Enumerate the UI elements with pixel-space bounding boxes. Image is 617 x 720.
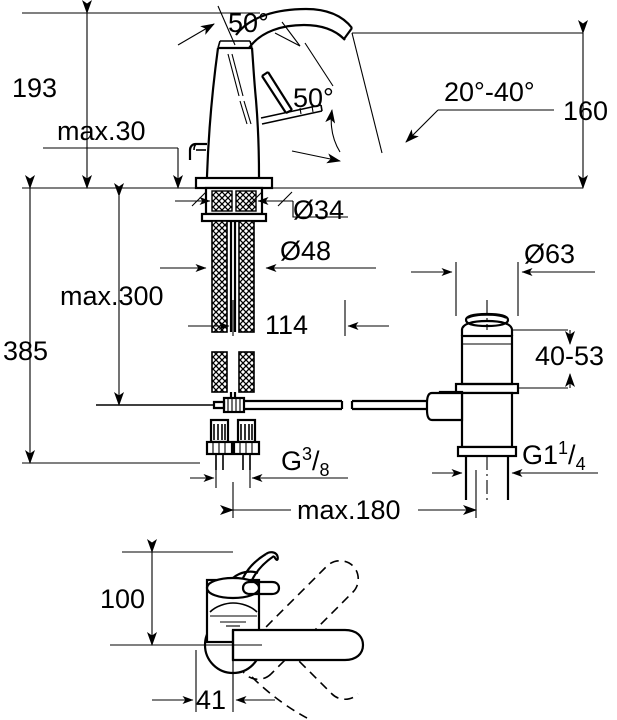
dimension-40-53: 40-53 bbox=[512, 329, 604, 389]
dimension-max180-label: max.180 bbox=[297, 495, 401, 525]
angle-50-left: 50° bbox=[177, 5, 269, 46]
angle-50-right: 50° bbox=[274, 21, 341, 164]
dimension-d34: Ø34 bbox=[175, 191, 348, 225]
dimension-max180: max.180 bbox=[220, 470, 477, 525]
dimension-193-label: 193 bbox=[12, 73, 57, 103]
dimension-d63-label: Ø63 bbox=[524, 239, 575, 269]
dimension-385-label: 385 bbox=[3, 336, 48, 366]
dimension-41-label: 41 bbox=[196, 685, 226, 715]
dimension-g38: G3/8 bbox=[190, 444, 348, 488]
dimension-41: 41 bbox=[152, 650, 275, 715]
dimension-114-label: 114 bbox=[265, 310, 308, 340]
supply-connectors bbox=[205, 418, 261, 470]
dimension-max300-label: max.300 bbox=[60, 281, 164, 311]
dimension-160: 160 bbox=[352, 20, 608, 189]
faucet-body-elevation bbox=[188, 7, 353, 190]
dimension-d34-label: Ø34 bbox=[293, 195, 344, 225]
popup-linkage-rod bbox=[96, 390, 466, 420]
dimension-100: 100 bbox=[100, 539, 233, 646]
dimension-160-label: 160 bbox=[563, 96, 608, 126]
dimension-d48: Ø48 bbox=[160, 236, 376, 272]
angle-20-40: 20°-40° bbox=[351, 32, 554, 154]
dimension-g38-label: G3/8 bbox=[281, 444, 330, 480]
dimension-193: 193 bbox=[12, 0, 260, 189]
dimension-max30: max.30 bbox=[43, 116, 183, 189]
shank-and-hoses bbox=[200, 186, 268, 470]
dimension-100-label: 100 bbox=[100, 584, 145, 614]
dimension-g114: G11/4 bbox=[432, 438, 598, 484]
angle-50-right-label: 50° bbox=[293, 83, 334, 113]
popup-waste-assembly bbox=[425, 300, 520, 500]
dimension-max300: max.300 bbox=[60, 183, 164, 406]
dimension-d63: Ø63 bbox=[411, 239, 595, 316]
dimension-385: 385 bbox=[3, 175, 200, 464]
dimension-40-53-label: 40-53 bbox=[535, 341, 604, 371]
angle-50-left-label: 50° bbox=[228, 8, 269, 38]
dimension-114: 114 bbox=[188, 300, 389, 340]
top-plan-view bbox=[196, 551, 365, 719]
dimension-g114-label: G11/4 bbox=[522, 438, 586, 474]
dimension-d48-label: Ø48 bbox=[280, 236, 331, 266]
angle-20-40-label: 20°-40° bbox=[444, 77, 535, 107]
dimension-max30-label: max.30 bbox=[57, 116, 146, 146]
